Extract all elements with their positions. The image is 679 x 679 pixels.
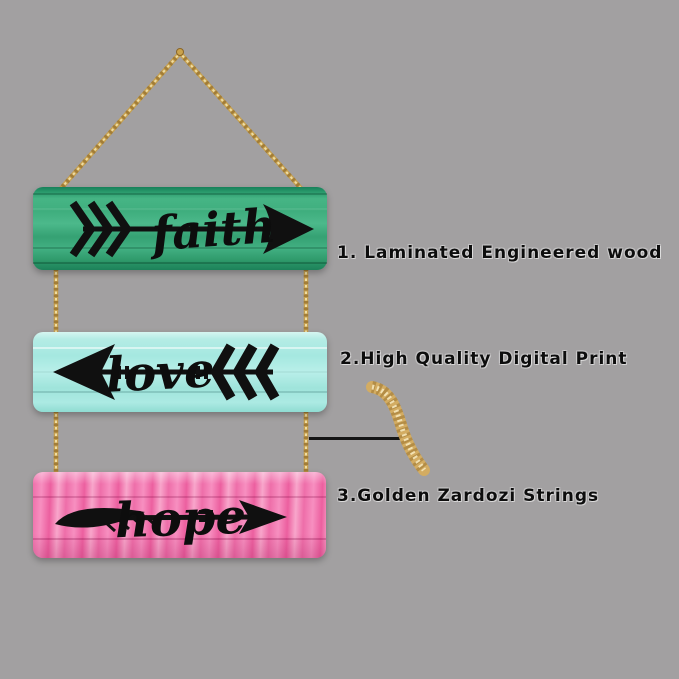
plank-faith: faith: [33, 187, 327, 270]
love-arrow: [53, 343, 280, 401]
plank-hope: hope: [33, 472, 326, 558]
annotation-laminated-wood: 1. Laminated Engineered wood: [337, 243, 663, 263]
zardozi-string-sample: [366, 381, 430, 476]
annotation-pointer-line: [309, 437, 405, 440]
hope-arrow-graphic: hope: [33, 489, 326, 550]
hope-word: hope: [114, 489, 247, 550]
plank-love: love: [33, 332, 327, 412]
gold-string-right-diagonal: [177, 50, 309, 197]
faith-word: faith: [147, 199, 278, 263]
hope-arrow: [55, 500, 287, 534]
love-word: love: [104, 342, 215, 404]
annotation-digital-print: 2.High Quality Digital Print: [340, 349, 628, 369]
love-arrow-graphic: love: [33, 342, 327, 404]
faith-arrow-graphic: faith: [33, 193, 327, 264]
faith-arrow: [69, 200, 314, 258]
gold-string-left-diagonal: [54, 50, 183, 196]
string-apex-knot: [176, 48, 184, 56]
annotation-zardozi-strings: 3.Golden Zardozi Strings: [337, 486, 600, 506]
feather-shape: [55, 508, 145, 528]
